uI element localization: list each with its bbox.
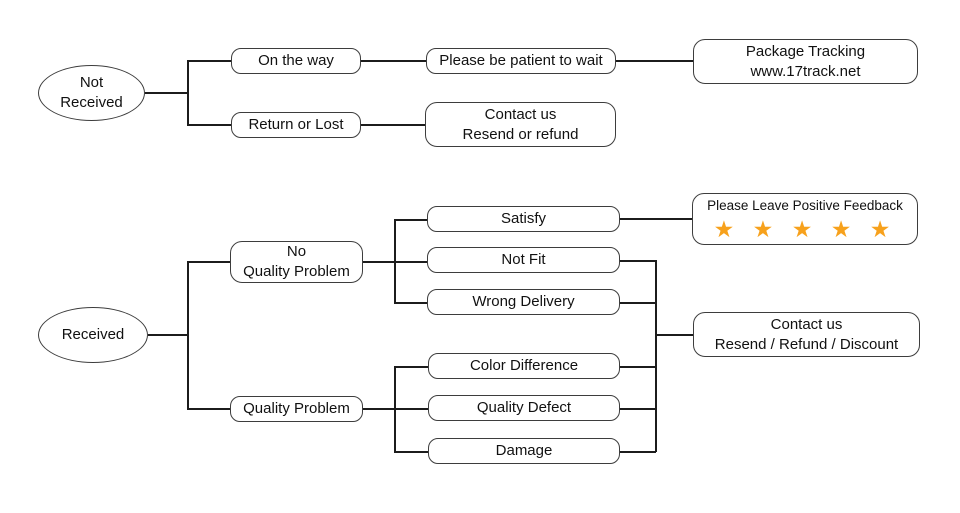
node-label: Package Tracking xyxy=(745,42,866,60)
connector-branch-to-return-lost xyxy=(187,124,231,126)
connector-collector-vertical xyxy=(655,260,657,452)
node-received: Received xyxy=(38,307,148,363)
connector-wrong-delivery-to-collector xyxy=(620,302,656,304)
node-on-the-way: On the way xyxy=(231,48,361,74)
connector-mid-vertical-upper xyxy=(394,219,396,304)
connector-mid-vertical-lower xyxy=(394,366,396,453)
node-label: Quality Problem xyxy=(243,400,350,417)
node-label: On the way xyxy=(258,52,334,69)
node-quality-problem: Quality Problem xyxy=(230,396,363,422)
node-label: No xyxy=(286,243,307,260)
node-not-received: Not Received xyxy=(38,65,145,121)
star-rating-icons: ★ ★ ★ ★ ★ xyxy=(713,215,897,242)
connector-return-lost-to-contact xyxy=(361,124,425,126)
node-label: Not Fit xyxy=(501,251,546,268)
connector-on-the-way-to-patient xyxy=(361,60,427,62)
node-label: Color Difference xyxy=(469,357,579,374)
node-label: Contact us xyxy=(770,315,843,333)
node-label: Resend / Refund / Discount xyxy=(714,335,899,353)
connector-damage-to-collector xyxy=(620,451,656,453)
node-positive-feedback: Please Leave Positive Feedback ★ ★ ★ ★ ★ xyxy=(692,193,918,245)
connector-color-diff-to-collector xyxy=(620,366,656,368)
connector-not-fit-to-collector xyxy=(620,260,656,262)
connector-branch-vertical-bottom xyxy=(187,261,189,410)
node-package-tracking: Package Tracking www.17track.net xyxy=(693,39,918,84)
connector-branch-to-no-quality xyxy=(187,261,230,263)
connector-received-to-branch xyxy=(148,334,188,336)
connector-patient-to-tracking xyxy=(615,60,693,62)
node-label: Damage xyxy=(495,442,553,459)
node-wrong-delivery: Wrong Delivery xyxy=(427,289,620,315)
tracking-url: www.17track.net xyxy=(750,62,861,80)
connector-to-damage xyxy=(394,451,428,453)
connector-branch-to-quality-problem xyxy=(187,408,230,410)
node-return-or-lost: Return or Lost xyxy=(231,112,361,138)
connector-not-received-to-branch xyxy=(145,92,188,94)
connector-branch-vertical-top xyxy=(187,60,189,126)
node-not-fit: Not Fit xyxy=(427,247,620,273)
node-contact-discount: Contact us Resend / Refund / Discount xyxy=(693,312,920,357)
connector-branch-to-on-the-way xyxy=(187,60,231,62)
node-contact-resend-refund: Contact us Resend or refund xyxy=(425,102,616,147)
connector-collector-to-contact xyxy=(655,334,693,336)
connector-satisfy-to-feedback xyxy=(620,218,692,220)
node-no-quality-problem: No Quality Problem xyxy=(230,241,363,283)
node-label: Please be patient to wait xyxy=(439,52,603,69)
node-label: Resend or refund xyxy=(462,125,579,143)
node-label: Please Leave Positive Feedback xyxy=(707,197,903,213)
node-be-patient: Please be patient to wait xyxy=(426,48,616,74)
node-quality-defect: Quality Defect xyxy=(428,395,620,421)
node-label: Not xyxy=(79,74,104,91)
node-label: Received xyxy=(60,94,123,111)
node-label: Wrong Delivery xyxy=(472,293,575,310)
node-label: Received xyxy=(61,326,125,343)
node-label: Satisfy xyxy=(500,210,546,227)
connector-to-satisfy xyxy=(394,219,427,221)
node-label: Quality Defect xyxy=(476,399,572,416)
node-satisfy: Satisfy xyxy=(427,206,620,232)
connector-quality-problem-to-defect xyxy=(363,408,428,410)
node-label: Return or Lost xyxy=(248,116,344,133)
node-label: Contact us xyxy=(484,105,557,123)
node-color-difference: Color Difference xyxy=(428,353,620,379)
connector-quality-defect-to-collector xyxy=(620,408,656,410)
node-label: Quality Problem xyxy=(243,263,350,280)
connector-to-wrong-delivery xyxy=(394,302,427,304)
connector-to-color-difference xyxy=(394,366,428,368)
node-damage: Damage xyxy=(428,438,620,464)
